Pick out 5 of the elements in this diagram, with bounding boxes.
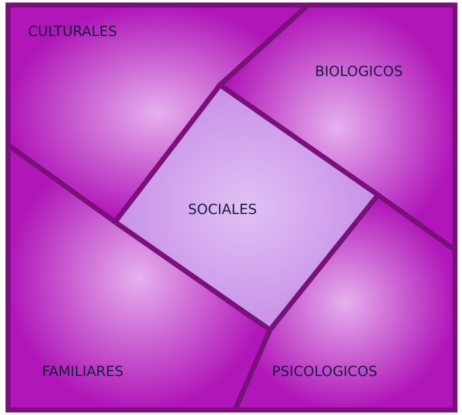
region-label: FAMILIARES <box>42 364 124 380</box>
region-label: CULTURALES <box>28 24 117 40</box>
region-label: SOCIALES <box>188 202 257 218</box>
region-label: PSICOLOGICOS <box>272 364 378 380</box>
region-label: BIOLOGICOS <box>315 64 403 80</box>
